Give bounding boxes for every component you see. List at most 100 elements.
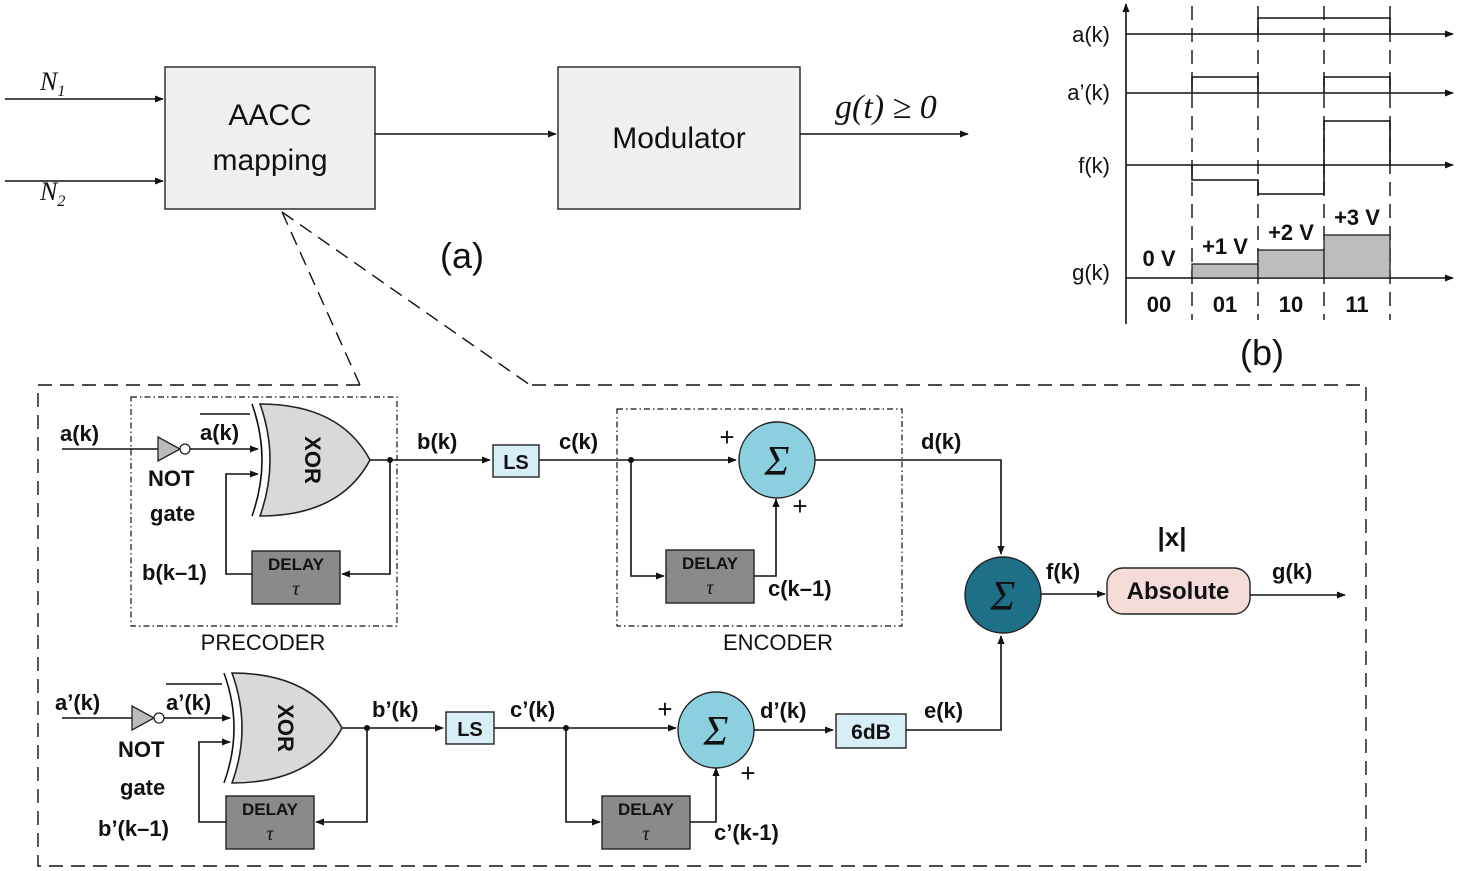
bottom-delay-to-xor [198, 738, 231, 823]
modulator-block [557, 66, 801, 210]
bottom-precoder-delay-tau: τ [266, 823, 274, 845]
top-encoder-delay-tau: τ [706, 577, 714, 599]
bottom-precoder-delay [225, 795, 315, 850]
bottom-not-out-label: a’(k) [166, 690, 211, 715]
encoder-frame [616, 408, 903, 627]
bottom-encoder-delay-tau: τ [642, 823, 650, 845]
bottom-encoder-sum-symbol: Σ [703, 709, 729, 755]
detail-frame [37, 384, 1367, 867]
modulator-label: Modulator [612, 122, 745, 155]
top-precoder-delay [251, 550, 341, 605]
top-ls-block [492, 444, 540, 478]
bottom-xor-back [223, 672, 235, 784]
bottom-precoder-out-label: b’(k) [372, 697, 418, 722]
label-g: g(k) [1072, 260, 1110, 285]
bottom-encoder-to-delay [565, 728, 601, 826]
bottom-not-label-2: gate [120, 775, 165, 800]
top-precoder-out-label: b(k) [417, 429, 457, 454]
top-input-label: a(k) [60, 421, 99, 446]
bottom-xor-gate [230, 672, 343, 784]
top-precoder-delay-label: DELAY [268, 555, 325, 574]
bottom-encoder-delay-label: DELAY [618, 800, 675, 819]
symbol-label-10: 10 [1279, 292, 1303, 317]
bottom-sum-plus-1: + [657, 694, 672, 724]
output-label: g(t) ≥ 0 [835, 89, 937, 126]
top-delay-to-xor [225, 470, 259, 575]
gain-block [835, 713, 907, 749]
input-n2-label: N2 [39, 177, 65, 210]
top-encoder-delay-out-label: c(k–1) [768, 576, 832, 601]
zoom-line-left [281, 211, 361, 386]
zoom-line-right [281, 211, 531, 386]
top-sum-out-label: d(k) [921, 429, 961, 454]
symbol-label-00: 00 [1147, 292, 1171, 317]
top-ls-label: LS [503, 452, 529, 474]
top-xor-gate [258, 403, 371, 517]
top-xor-back [251, 403, 263, 517]
level-label-3: +3 V [1334, 205, 1380, 230]
bottom-input-label: a’(k) [55, 690, 100, 715]
top-not-gate [157, 435, 182, 463]
wave-f [1191, 120, 1391, 195]
g-level-2 [1257, 249, 1325, 279]
top-feedback-to-delay [341, 460, 391, 578]
wave-a-prime-2 [1323, 76, 1391, 93]
wave-a [1257, 17, 1391, 34]
precoder-label: PRECODER [201, 630, 326, 655]
input-n1-label: N1 [39, 67, 65, 100]
bottom-feedback-to-delay [315, 728, 368, 826]
top-encoder-delay-label: DELAY [682, 554, 739, 573]
bottom-sum-plus-2: + [740, 758, 755, 788]
absolute-label: Absolute [1127, 578, 1230, 605]
top-sum-to-final-sum [815, 459, 1005, 555]
top-sum-plus-2: + [792, 491, 807, 521]
top-ls-out-label: c(k) [559, 429, 598, 454]
level-label-2: +2 V [1268, 220, 1314, 245]
precoder-frame [130, 396, 398, 627]
final-sum-out-label: f(k) [1046, 559, 1080, 584]
top-encoder-delay [665, 549, 755, 604]
gain-to-final-sum [906, 635, 1005, 731]
detail-block: PRECODER ENCODER a(k) a(k) NOT gate XOR … [37, 384, 1367, 867]
top-feedback-label: b(k–1) [142, 560, 207, 585]
bottom-xor-label: XOR [273, 704, 298, 752]
gain-out-label: e(k) [924, 698, 963, 723]
bottom-precoder-delay-label: DELAY [242, 800, 299, 819]
absolute-block [1106, 567, 1251, 615]
aacc-mapping-label-line1: AACC [228, 99, 311, 132]
top-encoder-to-delay [630, 460, 665, 580]
bottom-not-bubble [153, 712, 165, 724]
bottom-sum-out-label: d’(k) [760, 698, 806, 723]
final-output-label: g(k) [1272, 559, 1312, 584]
top-delay-to-sum [754, 498, 780, 577]
label-a-prime: a’(k) [1067, 80, 1110, 105]
aacc-mapping-block [164, 66, 376, 210]
label-f: f(k) [1078, 153, 1110, 178]
level-label-0: 0 V [1142, 246, 1175, 271]
symbol-label-01: 01 [1213, 292, 1237, 317]
top-not-label-2: gate [150, 501, 195, 526]
part-b: a(k) a’(k) f(k) g(k) 0 V +1 V +2 V +3 V … [1067, 3, 1454, 373]
bottom-feedback-label: b’(k–1) [98, 816, 169, 841]
g-level-3 [1323, 234, 1391, 279]
top-not-label-1: NOT [148, 466, 195, 491]
wave-a-prime-1 [1191, 76, 1259, 93]
g-level-1 [1191, 263, 1259, 279]
top-encoder-sum-symbol: Σ [764, 439, 790, 485]
final-sum [964, 556, 1042, 634]
bottom-not-gate [131, 704, 156, 732]
encoder-label: ENCODER [723, 630, 833, 655]
part-a: N1 N2 AACC mapping Modulator g(t) ≥ 0 (a… [5, 66, 969, 386]
bottom-ls-label: LS [457, 719, 483, 741]
top-xor-label: XOR [300, 436, 325, 484]
caption-b: (b) [1240, 332, 1284, 373]
level-label-1: +1 V [1202, 234, 1248, 259]
top-sum-plus-1: + [719, 422, 734, 452]
bottom-ls-out-label: c’(k) [510, 697, 555, 722]
absolute-symbol: |x| [1157, 522, 1186, 552]
aacc-mapping-label-line2: mapping [212, 144, 327, 177]
bottom-encoder-delay [601, 795, 691, 850]
caption-a: (a) [440, 235, 484, 276]
gain-label: 6dB [851, 721, 891, 744]
